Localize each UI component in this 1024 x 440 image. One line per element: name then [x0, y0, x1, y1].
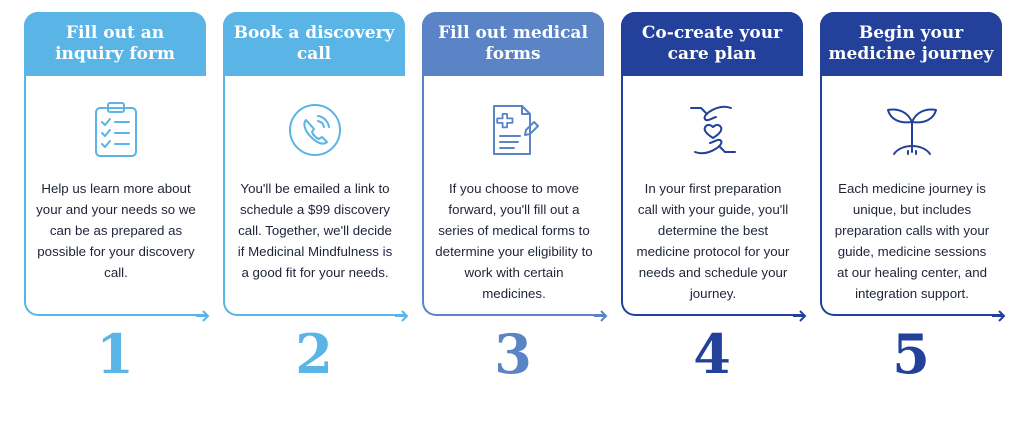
step-number: 2: [295, 322, 333, 386]
step-card: Fill out medical forms If you choose to …: [422, 12, 604, 316]
step-title: Co-create your care plan: [621, 12, 803, 76]
arrow-right-icon: [793, 310, 807, 322]
step-number: 1: [96, 322, 134, 386]
step-card: Book a discovery call You'll be emailed …: [223, 12, 405, 316]
step-card: Begin your medicine journey Each medicin…: [820, 12, 1002, 316]
step-1: Fill out an inquiry form Help us learn m…: [24, 12, 210, 392]
medical-form-icon: [493, 105, 539, 155]
step-title: Fill out an inquiry form: [24, 12, 206, 76]
step-card: Co-create your care plan In your first p…: [621, 12, 803, 316]
step-description: Help us learn more about your and your n…: [36, 181, 196, 280]
step-title: Begin your medicine journey: [820, 12, 1002, 76]
step-title: Book a discovery call: [223, 12, 405, 76]
step-description: Each medicine journey is unique, but inc…: [834, 181, 990, 301]
arrow-right-icon: [594, 310, 608, 322]
arrow-right-icon: [395, 310, 409, 322]
step-3: Fill out medical forms If you choose to …: [422, 12, 608, 392]
arrow-right-icon: [196, 310, 210, 322]
step-4: Co-create your care plan In your first p…: [621, 12, 807, 392]
step-number: 3: [494, 322, 532, 386]
step-2: Book a discovery call You'll be emailed …: [223, 12, 409, 392]
clipboard-checklist-icon: [95, 102, 137, 157]
sprout-icon: [887, 108, 937, 155]
hands-heart-icon: [690, 105, 736, 155]
step-number: 4: [693, 322, 731, 386]
phone-icon: [289, 104, 341, 156]
step-description: You'll be emailed a link to schedule a $…: [237, 181, 393, 280]
step-card: Fill out an inquiry form Help us learn m…: [24, 12, 206, 316]
step-number: 5: [892, 322, 930, 386]
step-description: If you choose to move forward, you'll fi…: [435, 181, 593, 301]
arrow-right-icon: [992, 310, 1006, 322]
step-title: Fill out medical forms: [422, 12, 604, 76]
step-5: Begin your medicine journey Each medicin…: [820, 12, 1006, 392]
step-description: In your first preparation call with your…: [636, 181, 790, 301]
